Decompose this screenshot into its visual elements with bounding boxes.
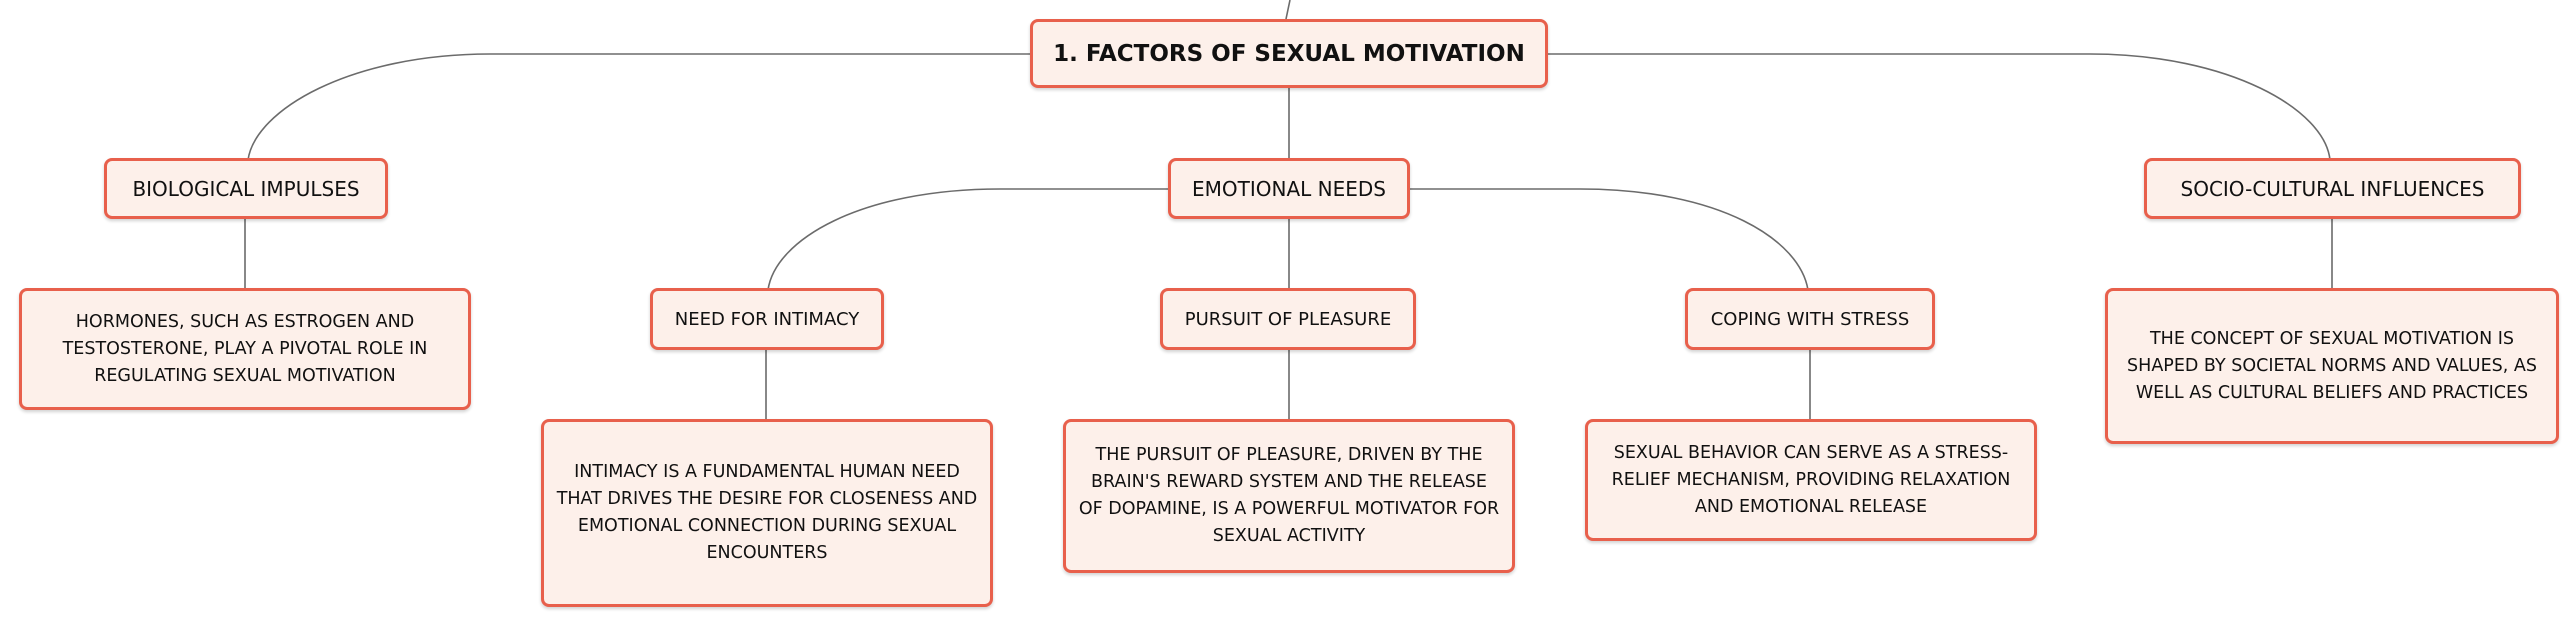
root-topic-label: 1. FACTORS OF SEXUAL MOTIVATION	[1053, 40, 1525, 67]
connector-root-top	[1285, 0, 1291, 20]
detail-coping-with-stress[interactable]: SEXUAL BEHAVIOR CAN SERVE AS A STRESS-RE…	[1585, 419, 2037, 541]
topic-emotional-needs[interactable]: EMOTIONAL NEEDS	[1168, 158, 1410, 219]
topic-socio-cultural-influences[interactable]: SOCIO-CULTURAL INFLUENCES	[2144, 158, 2521, 219]
detail-coping-with-stress-text: SEXUAL BEHAVIOR CAN SERVE AS A STRESS-RE…	[1611, 442, 2011, 517]
connector-emotional-intimacy	[767, 188, 1168, 291]
connector-root-sociocultural	[1548, 53, 2331, 161]
subtopic-coping-with-stress-label: COPING WITH STRESS	[1710, 308, 1910, 330]
root-topic[interactable]: 1. FACTORS OF SEXUAL MOTIVATION	[1030, 19, 1548, 88]
subtopic-pursuit-of-pleasure-label: PURSUIT OF PLEASURE	[1184, 308, 1392, 330]
detail-biological-impulses[interactable]: HORMONES, SUCH AS ESTROGEN AND TESTOSTER…	[19, 288, 471, 410]
detail-socio-cultural-influences-text: THE CONCEPT OF SEXUAL MOTIVATION IS SHAP…	[2127, 328, 2537, 403]
connector-emotional-stress	[1410, 188, 1809, 291]
detail-pursuit-of-pleasure[interactable]: THE PURSUIT OF PLEASURE, DRIVEN BY THE B…	[1063, 419, 1515, 573]
subtopic-need-for-intimacy[interactable]: NEED FOR INTIMACY	[650, 288, 884, 350]
detail-pursuit-of-pleasure-text: THE PURSUIT OF PLEASURE, DRIVEN BY THE B…	[1078, 445, 1500, 546]
topic-biological-impulses[interactable]: BIOLOGICAL IMPULSES	[104, 158, 388, 219]
detail-need-for-intimacy[interactable]: INTIMACY IS A FUNDAMENTAL HUMAN NEED THA…	[541, 419, 993, 607]
detail-need-for-intimacy-text: INTIMACY IS A FUNDAMENTAL HUMAN NEED THA…	[556, 462, 978, 563]
subtopic-coping-with-stress[interactable]: COPING WITH STRESS	[1685, 288, 1935, 350]
subtopic-need-for-intimacy-label: NEED FOR INTIMACY	[674, 308, 860, 330]
detail-biological-impulses-text: HORMONES, SUCH AS ESTROGEN AND TESTOSTER…	[62, 311, 428, 386]
detail-socio-cultural-influences[interactable]: THE CONCEPT OF SEXUAL MOTIVATION IS SHAP…	[2105, 288, 2559, 444]
subtopic-pursuit-of-pleasure[interactable]: PURSUIT OF PLEASURE	[1160, 288, 1416, 350]
topic-emotional-needs-label: EMOTIONAL NEEDS	[1192, 176, 1386, 201]
connector-root-biological	[247, 53, 1030, 161]
topic-socio-cultural-influences-label: SOCIO-CULTURAL INFLUENCES	[2180, 176, 2485, 201]
topic-biological-impulses-label: BIOLOGICAL IMPULSES	[132, 176, 360, 201]
